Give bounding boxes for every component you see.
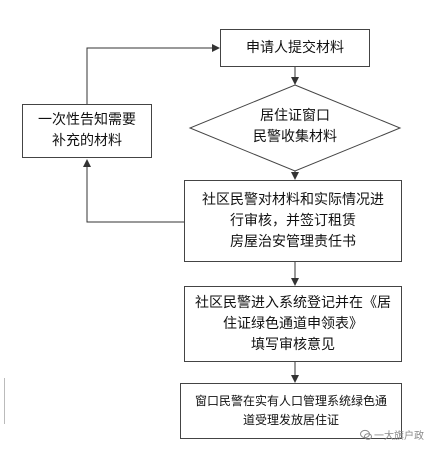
arrow-review-to-retry	[83, 159, 184, 223]
decision-line: 居住证窗口	[260, 108, 330, 124]
retry-line: 一次性告知需要	[38, 112, 136, 128]
watermark: 一大旗户政	[360, 427, 424, 442]
retry-line: 补充的材料	[52, 133, 122, 149]
register-node: 社区民警进入系统登记并在《居 住证绿色通道申领表》 填写审核意见	[184, 286, 402, 362]
review-node: 社区民警对材料和实际情况进 行审核，并签订租赁 房屋治安管理责任书	[184, 180, 402, 262]
edge-divider	[4, 378, 5, 424]
start-node: 申请人提交材料	[220, 29, 370, 67]
review-line: 行审核，并签订租赁	[230, 212, 356, 229]
review-line: 社区民警对材料和实际情况进	[202, 191, 384, 208]
register-line: 填写审核意见	[251, 336, 335, 353]
review-line: 房屋治安管理责任书	[230, 233, 356, 250]
wechat-icon	[360, 429, 372, 440]
register-line: 住证绿色通道申领表》	[223, 315, 363, 332]
decision-node-label: 居住证窗口 民警收集材料	[196, 106, 394, 148]
watermark-text: 一大旗户政	[374, 431, 424, 442]
decision-line: 民警收集材料	[253, 129, 337, 145]
issue-line: 道受理发放居住证	[242, 413, 339, 427]
retry-node: 一次性告知需要 补充的材料	[22, 104, 152, 158]
issue-line: 窗口民警在实有人口管理系统绿色通	[194, 394, 387, 408]
start-node-label: 申请人提交材料	[246, 39, 344, 56]
arrow-retry-to-start	[86, 44, 220, 104]
register-line: 社区民警进入系统登记并在《居	[195, 294, 391, 311]
